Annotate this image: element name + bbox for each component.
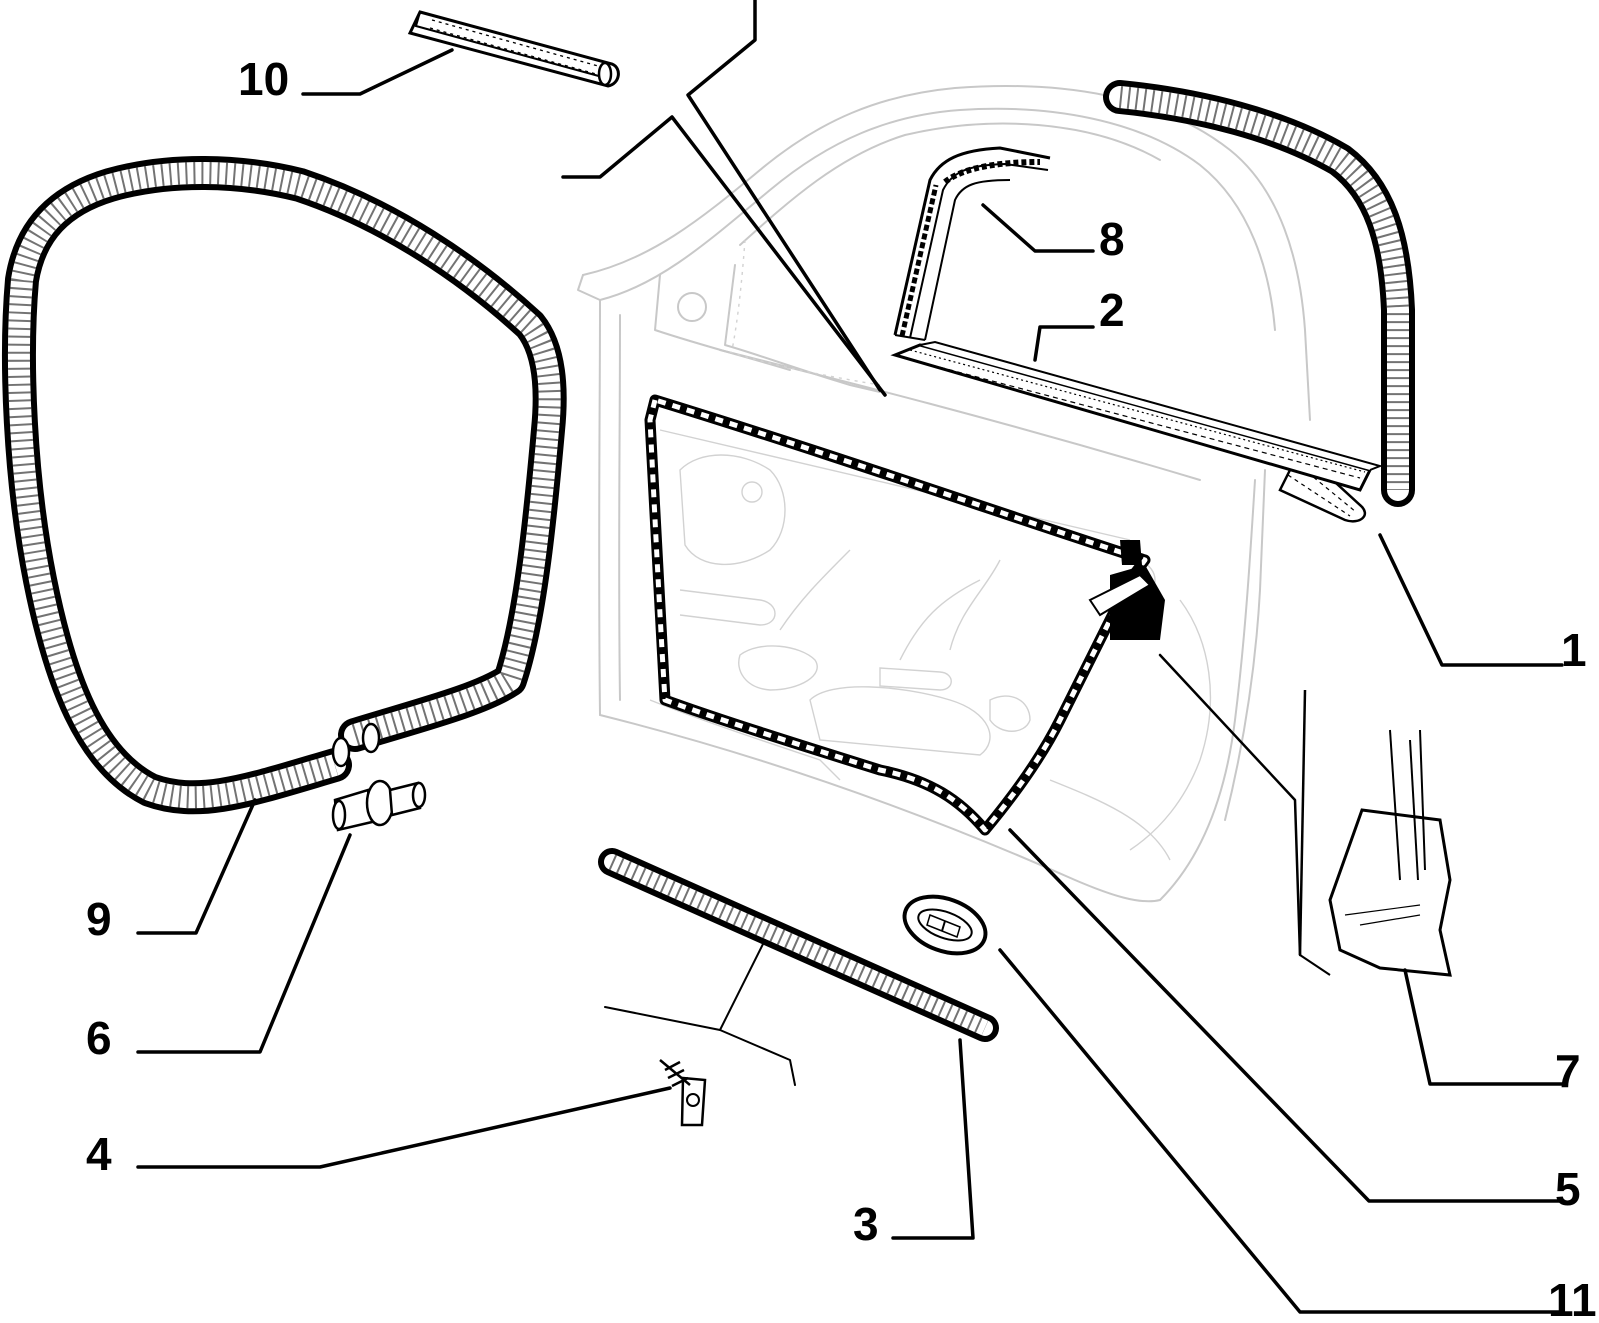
leader-lines — [136, 0, 1564, 1314]
detail-bracket — [1298, 689, 1452, 977]
door-plug — [331, 779, 427, 832]
callout-11: 11 — [1548, 1274, 1597, 1323]
callout-4: 4 — [86, 1128, 112, 1180]
callout-1: 1 — [1561, 624, 1587, 676]
callout-labels: 10 8 2 1 9 6 7 4 5 3 11 — [86, 53, 1597, 1323]
window-channel — [893, 146, 1051, 341]
callout-2: 2 — [1099, 284, 1125, 336]
upper-frame-seal — [1103, 80, 1415, 507]
callout-8: 8 — [1099, 213, 1125, 265]
latch-pad — [1088, 540, 1165, 640]
callout-9: 9 — [86, 893, 112, 945]
door-seal-loop — [2, 156, 567, 815]
callout-10: 10 — [238, 53, 289, 105]
door-frame-outline — [577, 84, 1311, 903]
callout-5: 5 — [1555, 1163, 1581, 1215]
window-belt-weatherstrip — [890, 340, 1384, 492]
inner-panel-seal — [644, 394, 1151, 836]
oval-plug — [902, 894, 988, 956]
top-seal-strip — [407, 10, 620, 88]
lower-sill-seal — [598, 848, 999, 1042]
clip-fastener — [659, 1059, 707, 1127]
callout-6: 6 — [86, 1012, 112, 1064]
callout-7: 7 — [1555, 1045, 1581, 1097]
callout-3: 3 — [853, 1198, 879, 1250]
